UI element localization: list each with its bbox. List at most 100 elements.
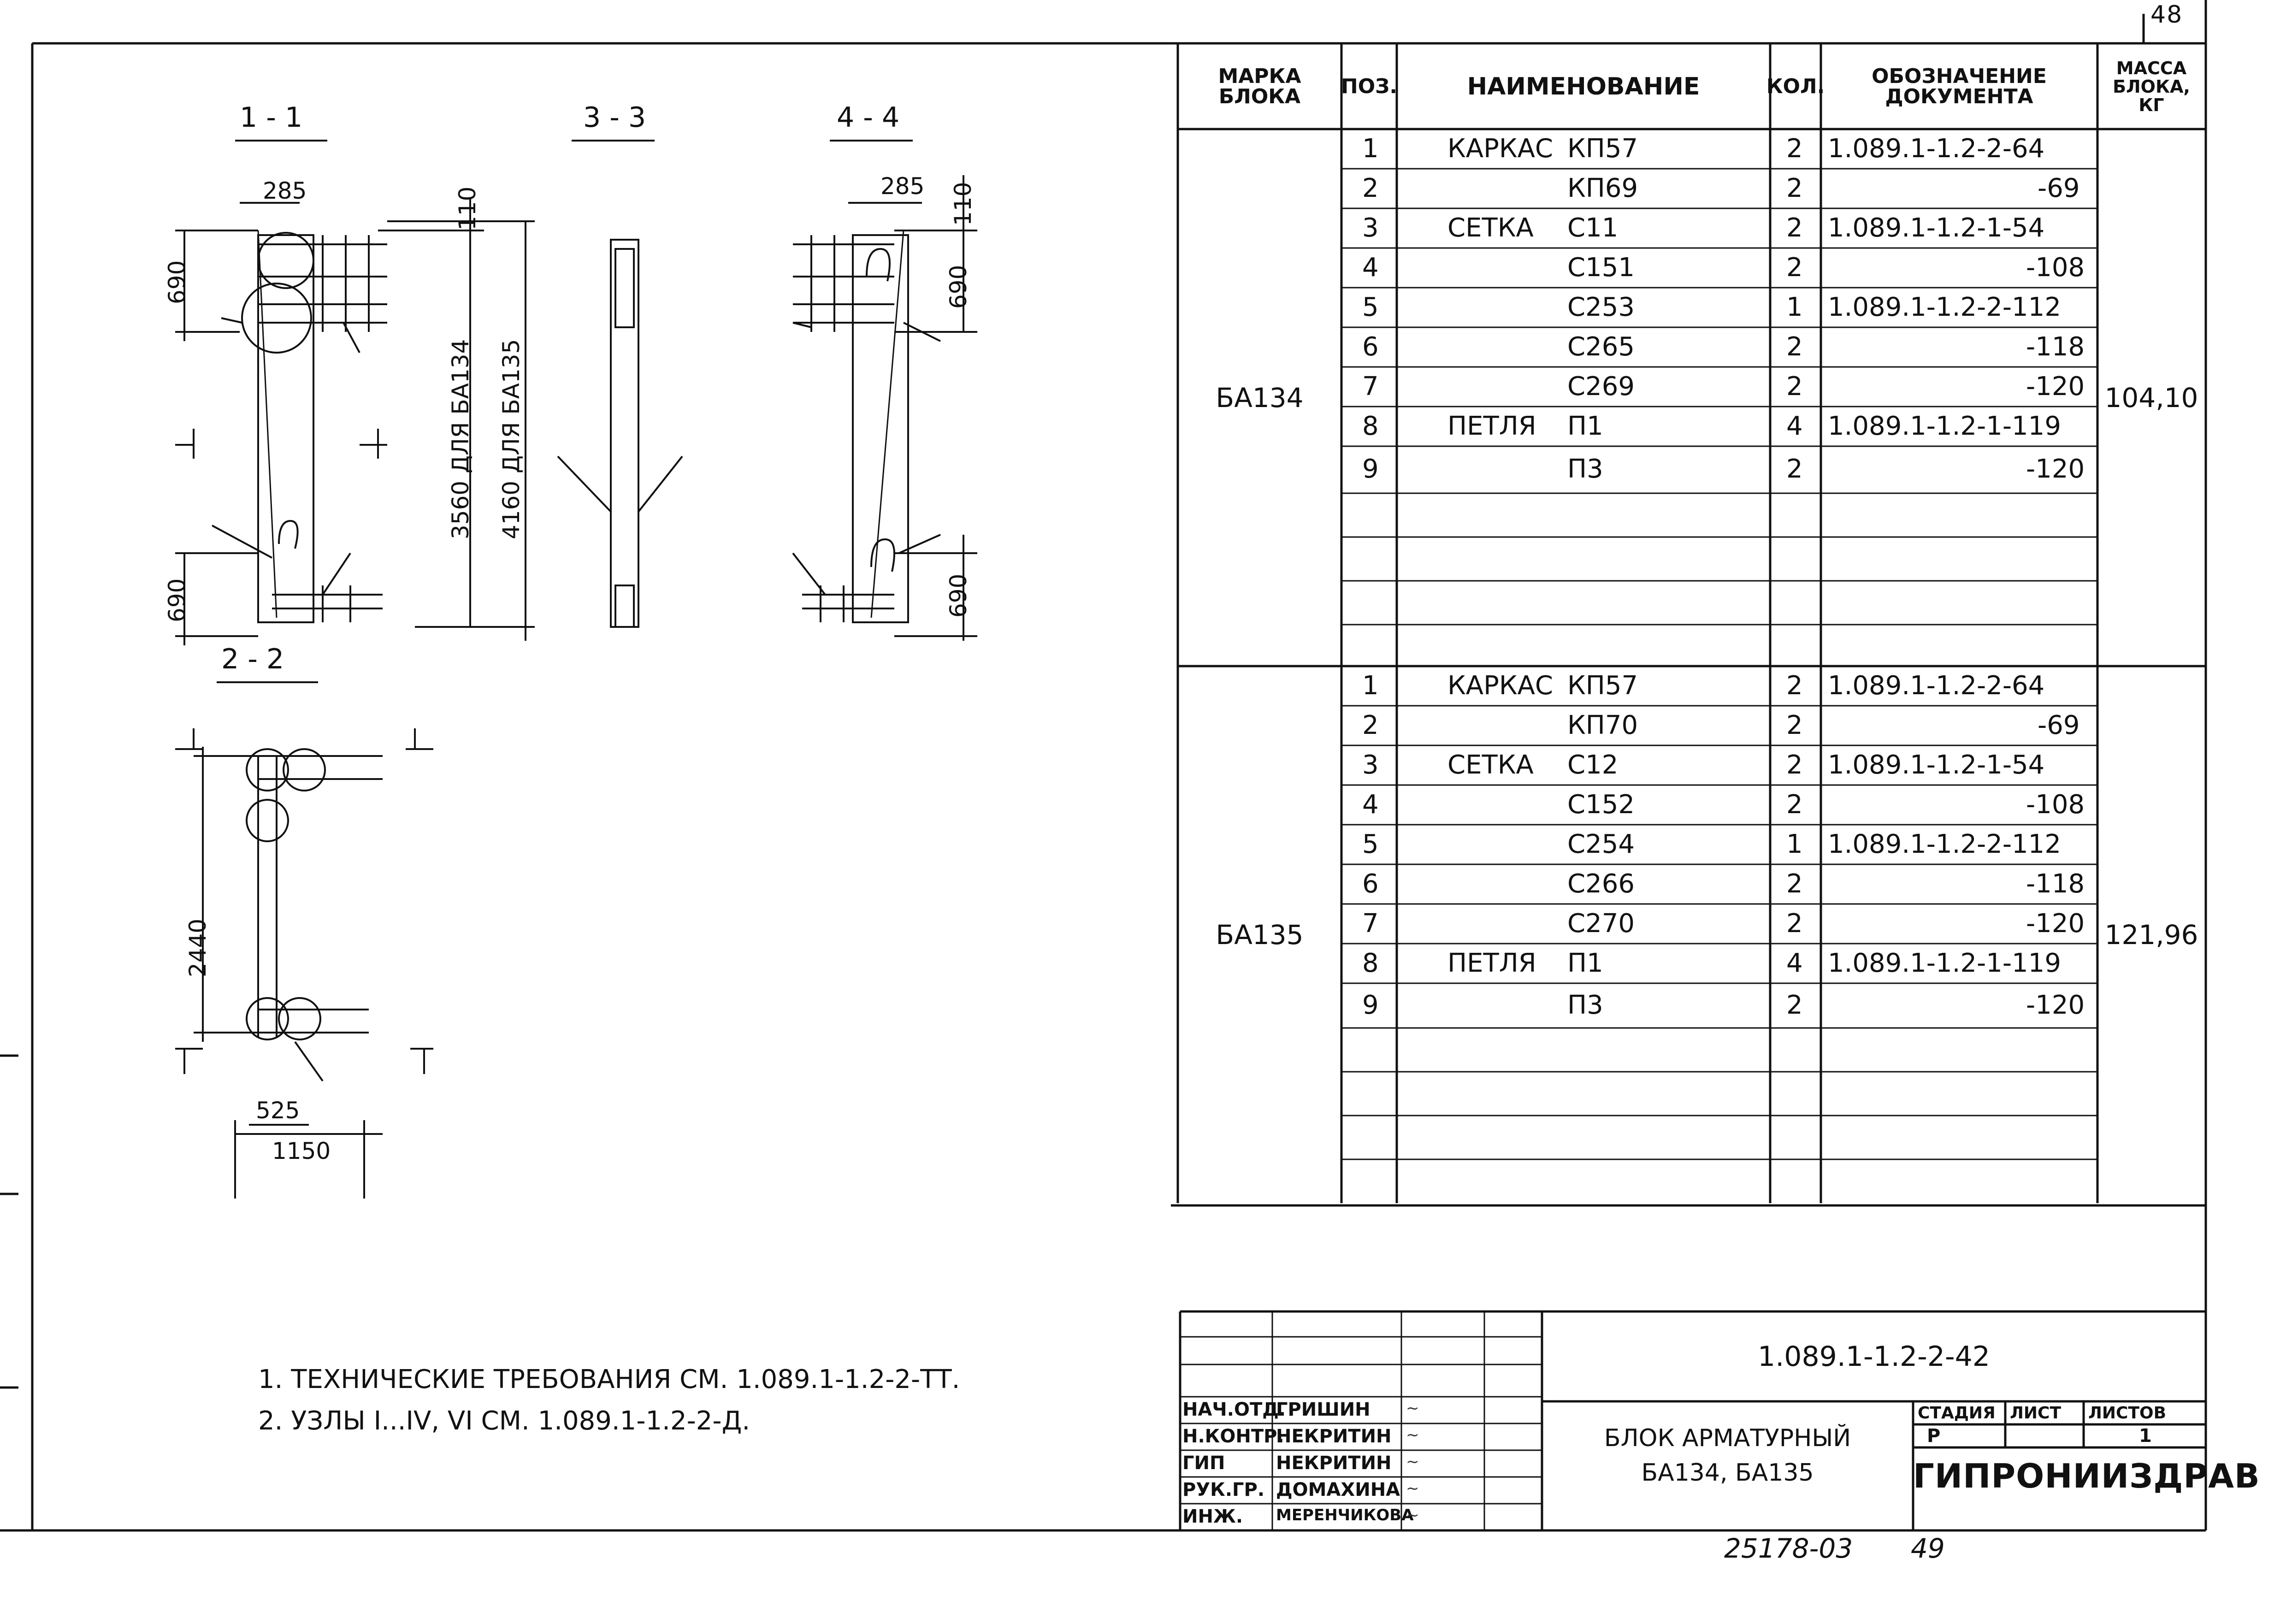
section-2-2-drawing <box>175 681 433 1199</box>
dim-110-right: 110 <box>950 182 976 226</box>
row-name: С254 <box>1567 829 1635 859</box>
row-name: КП57 <box>1567 671 1638 701</box>
dim-525: 525 <box>256 1097 300 1124</box>
marka-ba134: БА134 <box>1216 382 1304 413</box>
row-type: КАРКАС <box>1447 134 1554 164</box>
mass-ba135: 121,96 <box>2104 919 2198 951</box>
row-doc: 1.089.1-1.2-2-112 <box>1828 292 2061 322</box>
row-qty: 1 <box>1786 829 1803 859</box>
title-block-left-grid <box>1180 1311 1542 1530</box>
signature-image: ~ <box>1406 1399 1419 1417</box>
signature-image: ~ <box>1406 1453 1419 1471</box>
mass-ba134: 104,10 <box>2104 382 2198 413</box>
title-line-2: БА134, БА135 <box>1641 1459 1814 1487</box>
page-number: 49 <box>1911 1533 1945 1564</box>
row-poz: 7 <box>1362 372 1379 402</box>
archive-number: 25178-03 <box>1724 1533 1853 1564</box>
row-doc: 1.089.1-1.2-2-64 <box>1828 134 2045 164</box>
staff-role: РУК.ГР. <box>1182 1479 1265 1500</box>
row-qty: 2 <box>1786 253 1803 283</box>
row-doc: -120 <box>2026 990 2085 1020</box>
row-name: С151 <box>1567 253 1635 283</box>
title-block-grid <box>1179 1310 2206 1530</box>
row-type: СЕТКА <box>1447 750 1534 780</box>
row-poz: 3 <box>1362 213 1379 243</box>
section-label-3-3: 3 - 3 <box>583 101 646 134</box>
staff-role: Н.КОНТР. <box>1182 1426 1284 1447</box>
sheets-label: ЛИСТОВ <box>2088 1404 2167 1423</box>
dim-3560: 3560 ДЛЯ БА134 <box>447 339 474 539</box>
row-doc: 1.089.1-1.2-1-119 <box>1828 948 2061 978</box>
row-type: КАРКАС <box>1447 671 1554 701</box>
row-doc: -118 <box>2026 869 2085 899</box>
row-poz: 2 <box>1362 173 1379 203</box>
row-name: С269 <box>1567 372 1635 402</box>
dim-110-left: 110 <box>454 186 481 230</box>
staff-name: НЕКРИТИН <box>1276 1426 1392 1447</box>
stage-label: СТАДИЯ <box>1918 1404 1996 1423</box>
row-doc: -120 <box>2026 372 2085 402</box>
dim-285-left: 285 <box>263 177 307 204</box>
section-3-3-drawing <box>557 140 683 628</box>
dim-690-1: 690 <box>164 260 190 304</box>
row-name: С11 <box>1567 213 1619 243</box>
row-name: С12 <box>1567 750 1619 780</box>
signature-image: ~ <box>1406 1426 1419 1444</box>
row-poz: 5 <box>1362 829 1379 859</box>
section-label-4-4: 4 - 4 <box>837 101 900 134</box>
row-name: КП70 <box>1567 710 1638 740</box>
row-qty: 2 <box>1786 213 1803 243</box>
row-name: С265 <box>1567 332 1635 362</box>
sheet-number: 48 <box>2150 1 2183 29</box>
dim-4160: 4160 ДЛЯ БА135 <box>498 339 525 539</box>
row-doc: -69 <box>2038 173 2080 203</box>
row-poz: 9 <box>1362 454 1379 484</box>
header-doc: ОБОЗНАЧЕНИЕ ДОКУМЕНТА <box>1872 64 2047 108</box>
row-qty: 1 <box>1786 292 1803 322</box>
row-name: КП57 <box>1567 134 1638 164</box>
dim-690-4: 690 <box>945 573 972 618</box>
row-qty: 2 <box>1786 990 1803 1020</box>
staff-role: ГИП <box>1182 1453 1225 1474</box>
signature-image: ~ <box>1406 1479 1419 1498</box>
row-doc: -120 <box>2026 909 2085 939</box>
document-designation: 1.089.1-1.2-2-42 <box>1758 1340 1990 1373</box>
row-name: С270 <box>1567 909 1635 939</box>
row-doc: 1.089.1-1.2-2-64 <box>1828 671 2045 701</box>
section-label-2-2: 2 - 2 <box>221 643 284 675</box>
row-qty: 4 <box>1786 411 1803 441</box>
row-poz: 1 <box>1362 134 1379 164</box>
spec-table-rows <box>1341 168 2097 1160</box>
dim-285-right: 285 <box>880 173 925 200</box>
header-mass: МАССА БЛОКА, КГ <box>2113 58 2190 115</box>
dim-690-2: 690 <box>164 578 190 622</box>
dim-2440: 2440 <box>184 918 211 977</box>
staff-role: НАЧ.ОТД. <box>1182 1399 1286 1420</box>
row-poz: 1 <box>1362 671 1379 701</box>
row-qty: 2 <box>1786 790 1803 820</box>
row-doc: -69 <box>2038 710 2080 740</box>
row-poz: 4 <box>1362 790 1379 820</box>
row-qty: 4 <box>1786 948 1803 978</box>
row-doc: 1.089.1-1.2-2-112 <box>1828 829 2061 859</box>
row-poz: 2 <box>1362 710 1379 740</box>
dim-690-3: 690 <box>945 265 972 309</box>
row-name: П3 <box>1567 454 1603 484</box>
dim-1150: 1150 <box>272 1138 331 1164</box>
row-name: П3 <box>1567 990 1603 1020</box>
staff-name: ДОМАХИНА <box>1276 1479 1400 1500</box>
organization-name: ГИПРОНИИЗДРАВ <box>1913 1457 2260 1495</box>
row-qty: 2 <box>1786 869 1803 899</box>
row-name: П1 <box>1567 411 1603 441</box>
header-marka: МАРКА БЛОКА <box>1218 64 1301 108</box>
row-doc: 1.089.1-1.2-1-54 <box>1828 213 2045 243</box>
section-label-1-1: 1 - 1 <box>240 101 303 134</box>
row-doc: -118 <box>2026 332 2085 362</box>
sheets-value: 1 <box>2139 1425 2152 1447</box>
row-name: С152 <box>1567 790 1635 820</box>
row-poz: 9 <box>1362 990 1379 1020</box>
row-doc: 1.089.1-1.2-1-54 <box>1828 750 2045 780</box>
header-poz: ПОЗ. <box>1341 74 1398 98</box>
row-poz: 3 <box>1362 750 1379 780</box>
